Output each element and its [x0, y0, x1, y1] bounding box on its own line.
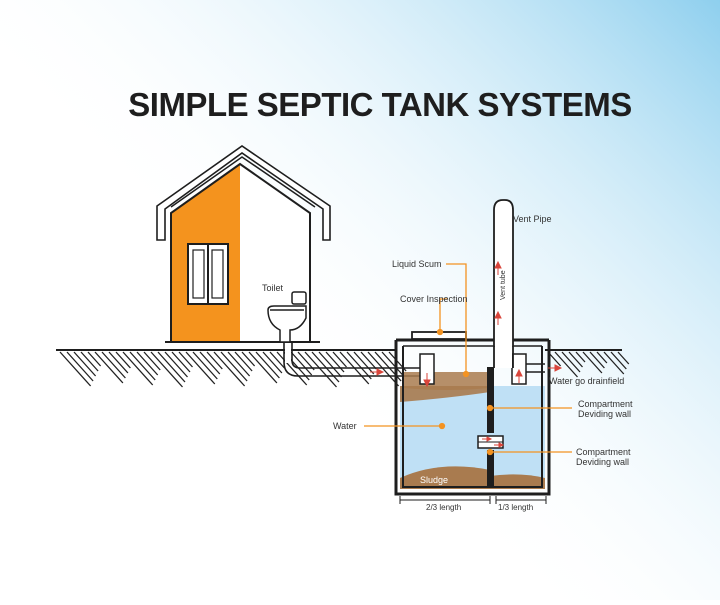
label-sludge: Sludge — [420, 475, 449, 485]
label-length-left: 2/3 length — [426, 503, 462, 512]
sludge-left — [400, 466, 490, 489]
leader-dot-compartment-1 — [486, 404, 494, 412]
scum-layer — [400, 386, 490, 402]
sludge-right — [490, 474, 545, 489]
dimension-lines — [399, 496, 547, 504]
label-compartment-1: Compartment Deviding wall — [578, 399, 633, 419]
label-liquid-scum: Liquid Scum — [392, 259, 442, 269]
label-compartment-2-line1: Compartment — [576, 447, 631, 457]
page-title: SIMPLE SEPTIC TANK SYSTEMS — [128, 86, 632, 123]
inlet-pipe — [283, 342, 420, 377]
flow-arrows — [370, 260, 563, 448]
label-compartment-1-line2: Deviding wall — [578, 409, 632, 419]
label-compartment-2: Compartment Deviding wall — [576, 447, 631, 467]
label-toilet: Toilet — [262, 283, 284, 293]
label-vent-pipe: Vent Pipe — [513, 214, 552, 224]
label-compartment-2-line2: Deviding wall — [576, 457, 630, 467]
leader-dot-cover — [436, 328, 444, 336]
window — [187, 243, 229, 305]
dividing-wall-lower — [487, 450, 494, 487]
toilet-icon — [267, 291, 307, 343]
label-water: Water — [333, 421, 357, 431]
vent-pipe — [493, 199, 514, 368]
dividing-wall-upper — [487, 367, 494, 433]
label-cover-inspection: Cover Inspection — [400, 294, 468, 304]
leader-lines — [364, 263, 572, 456]
leader-dot-scum — [462, 370, 470, 378]
label-vent-tube: Vent tube — [500, 270, 507, 300]
house — [156, 145, 331, 343]
label-compartment-1-line1: Compartment — [578, 399, 633, 409]
leader-dot-water — [438, 422, 446, 430]
septic-tank — [394, 331, 551, 496]
leader-dot-compartment-2 — [486, 448, 494, 456]
label-length-right: 1/3 length — [498, 503, 534, 512]
label-water-drainfield: Water go drainfield — [549, 376, 625, 386]
